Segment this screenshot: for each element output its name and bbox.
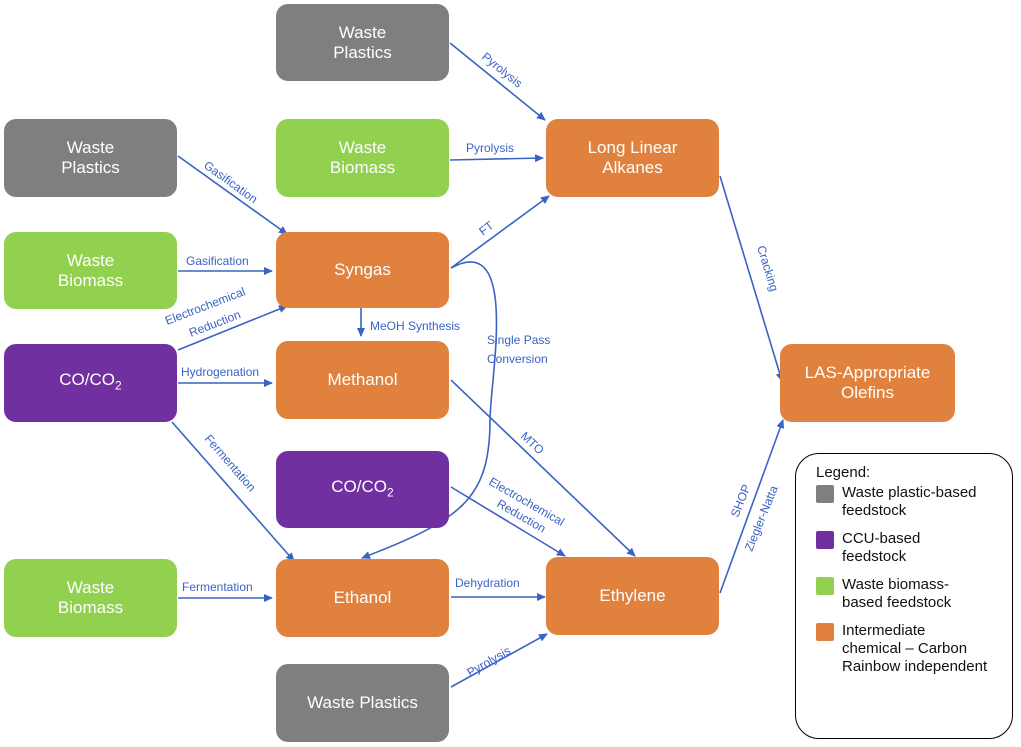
node-label: CO/CO2 <box>331 476 394 500</box>
node-label: CO/CO2 <box>59 370 122 393</box>
node-ethanol: Ethanol <box>276 559 449 637</box>
legend-swatch-ccu <box>816 531 834 549</box>
edge-methanol-to-ethylene <box>450 379 636 557</box>
edge-alkanes-to-olefins <box>719 175 784 382</box>
label-pyrolysis-biomass: Pyrolysis <box>466 141 514 155</box>
label-ft: FT <box>476 218 497 238</box>
legend-text-plastic: Waste plastic-based feedstock <box>842 484 977 519</box>
edge-co-mid-to-ethylene <box>450 486 566 557</box>
legend-item-biomass: Waste biomass- based feedstock <box>816 576 1002 612</box>
edge-syngas-to-alkanes <box>450 195 550 269</box>
legend-item-intermediate: Intermediate chemical – Carbon Rainbow i… <box>816 622 1002 676</box>
node-co-co2-mid: CO/CO2 <box>276 451 449 528</box>
label-cracking: Cracking <box>754 244 781 293</box>
label-fermentation-co: Fermentation <box>202 432 259 495</box>
label-pyrolysis-bottom: Pyrolysis <box>465 643 514 679</box>
node-ethylene: Ethylene <box>546 557 719 635</box>
label-single-pass-1: Single Pass <box>487 333 550 347</box>
legend-text-biomass: Waste biomass- based feedstock <box>842 576 952 611</box>
label-gasification-biomass: Gasification <box>186 254 249 268</box>
label-dehydration: Dehydration <box>455 576 520 590</box>
node-syngas: Syngas <box>276 232 449 308</box>
legend-swatch-intermediate <box>816 623 834 641</box>
edge-wp-left-to-syngas <box>177 155 288 235</box>
label-meoh: MeOH Synthesis <box>370 319 460 333</box>
node-methanol: Methanol <box>276 341 449 419</box>
legend-title: Legend: <box>816 464 871 481</box>
label-single-pass-2: Conversion <box>487 352 548 366</box>
edge-co-left-to-ethanol <box>171 421 295 562</box>
label-gasification-plastics: Gasification <box>201 158 260 206</box>
node-waste-plastics-bottom: Waste Plastics <box>276 664 449 742</box>
legend-text-intermediate: Intermediate chemical – Carbon Rainbow i… <box>842 622 988 675</box>
label-fermentation-biomass: Fermentation <box>182 580 253 594</box>
legend-item-ccu: CCU-based feedstock <box>816 530 1002 566</box>
node-label: Waste Plastics <box>307 693 418 712</box>
edge-wb-top-to-alkanes <box>449 154 544 163</box>
legend-text-ccu: CCU-based feedstock <box>842 530 921 565</box>
label-mto: MTO <box>518 429 547 457</box>
legend: Legend: Waste plastic-based feedstock CC… <box>795 453 1013 739</box>
node-label: Ethanol <box>333 588 392 607</box>
legend-item-plastic: Waste plastic-based feedstock <box>816 484 1002 520</box>
edge-wp-bottom-to-ethylene <box>450 633 548 688</box>
edge-co-left-to-syngas <box>177 305 288 351</box>
node-label: Methanol <box>327 370 398 389</box>
label-hydrogenation: Hydrogenation <box>181 365 259 379</box>
node-label: Syngas <box>334 260 391 279</box>
edge-wp-top-to-alkanes <box>449 42 546 121</box>
legend-swatch-plastic <box>816 485 834 503</box>
node-co-co2-left: CO/CO2 <box>4 344 177 422</box>
legend-swatch-biomass <box>816 577 834 595</box>
node-label: Ethylene <box>599 586 666 605</box>
edge-ethylene-to-olefins <box>719 419 785 594</box>
